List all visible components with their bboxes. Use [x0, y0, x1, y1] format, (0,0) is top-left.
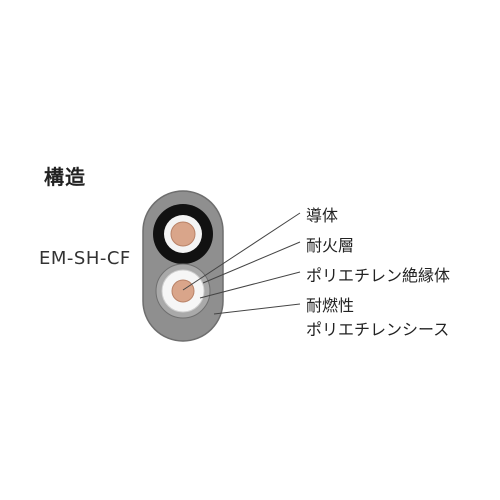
top-core-conductor [170, 221, 196, 247]
label-flame-retardant-line2: ポリエチレンシース [306, 320, 450, 339]
label-flame-retardant-line1: 耐燃性 [306, 296, 355, 315]
leader-line-insulation [199, 271, 301, 299]
label-pe-insulation: ポリエチレン絶縁体 [306, 266, 451, 285]
section-title: 構造 [44, 165, 86, 189]
leader-line-fire-layer [202, 241, 301, 284]
leader-line-sheath [213, 303, 301, 315]
label-conductor: 導体 [306, 206, 339, 225]
bottom-core-conductor [171, 279, 195, 303]
cable-model-label: EM-SH-CF [39, 248, 131, 269]
leader-line-conductor [182, 212, 301, 291]
label-fire-resistant-layer: 耐火層 [306, 236, 355, 255]
